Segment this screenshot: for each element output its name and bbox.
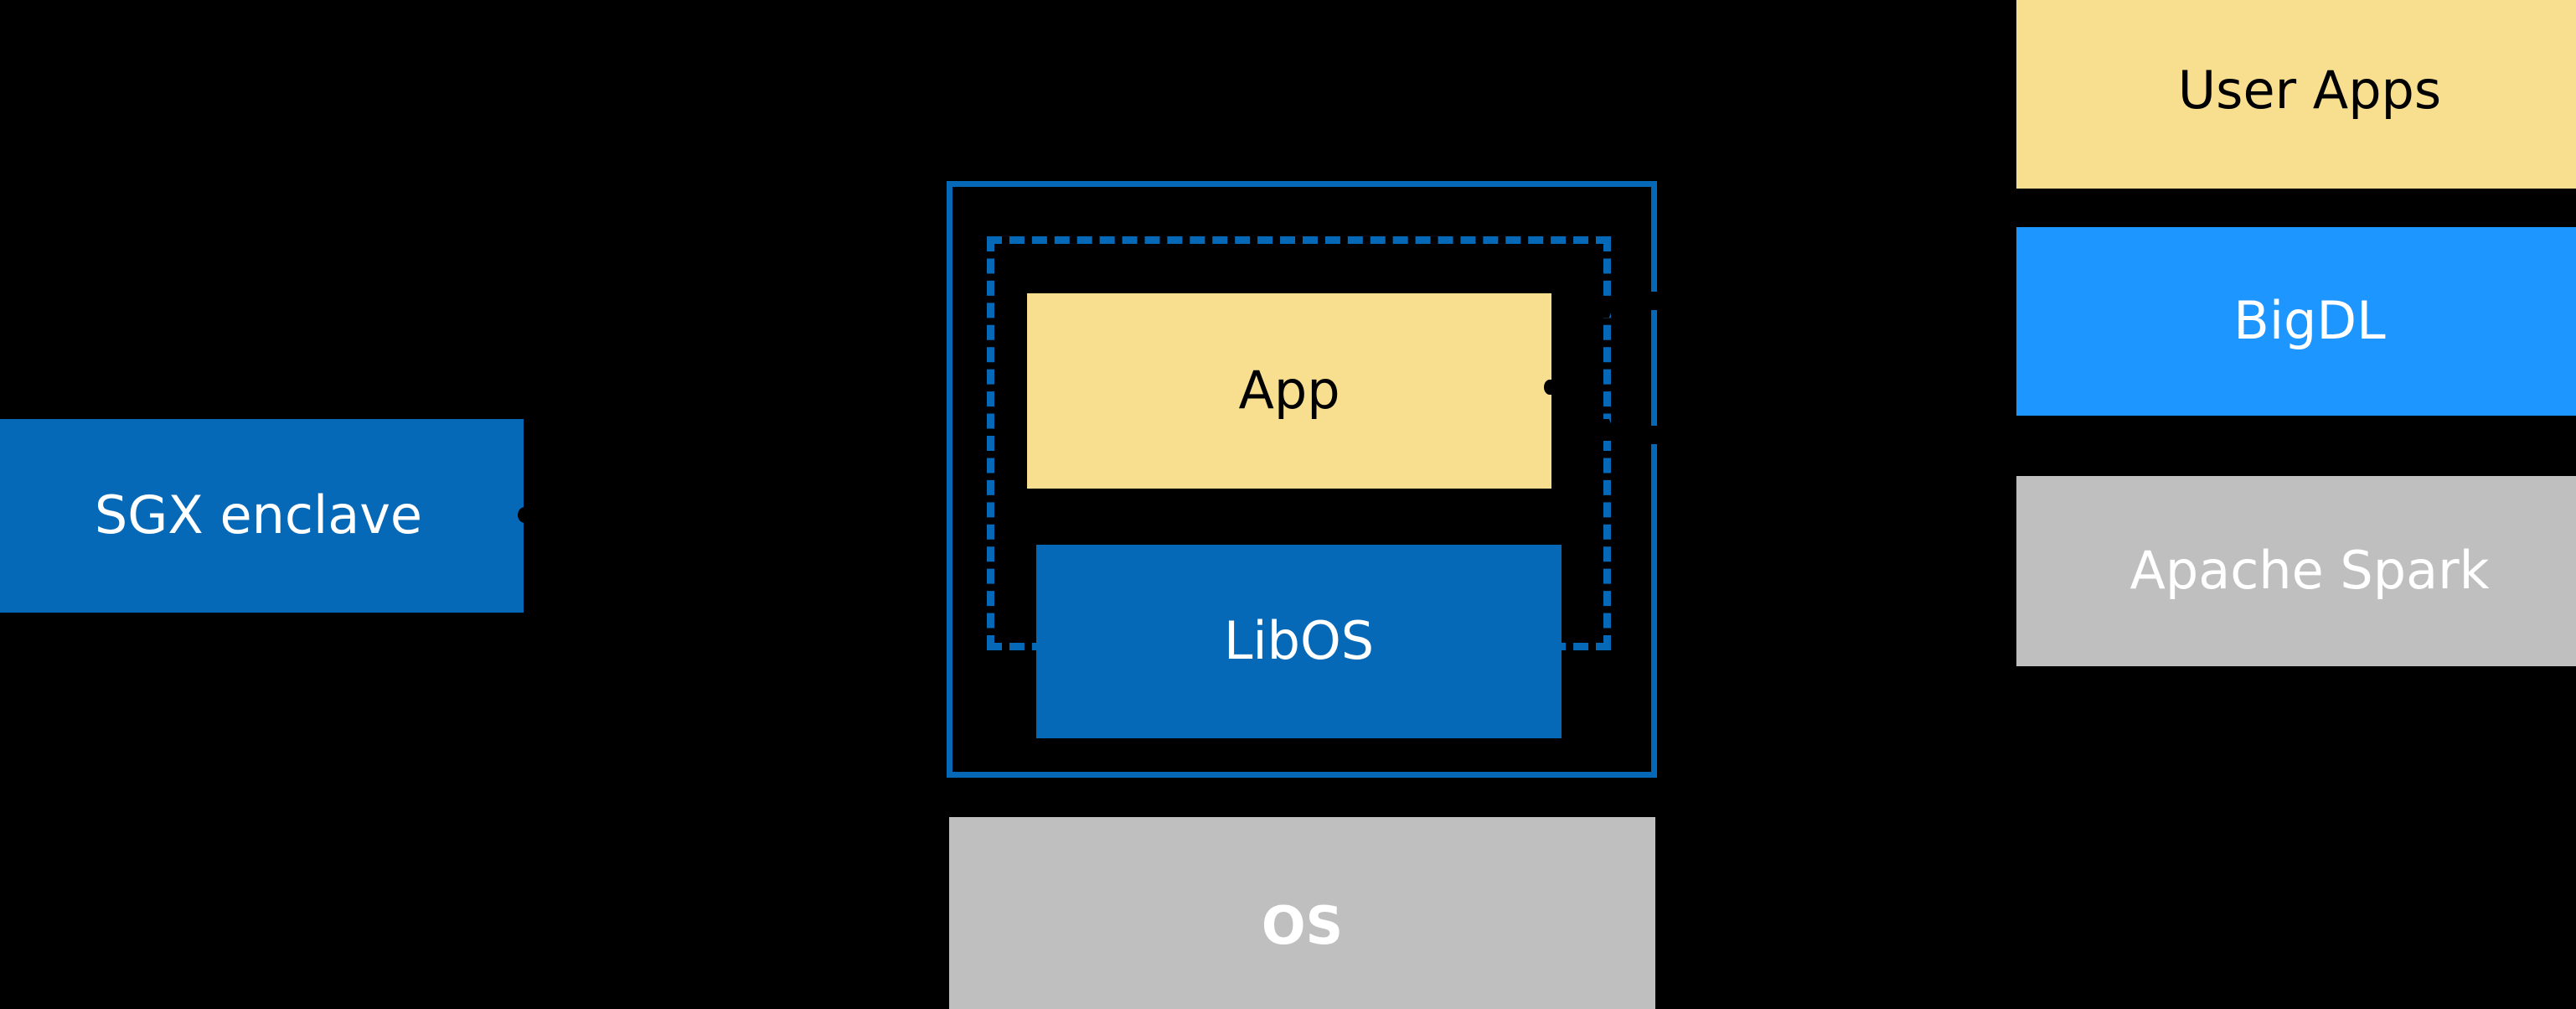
user-apps-label: User Apps bbox=[2177, 60, 2442, 122]
sgx-enclave-box: SGX enclave bbox=[0, 419, 524, 613]
os-box: OS bbox=[949, 817, 1655, 1009]
user-apps-box: User Apps bbox=[2016, 0, 2576, 189]
sgx-enclave-label: SGX enclave bbox=[94, 484, 423, 546]
app-box: App bbox=[1027, 293, 1551, 489]
app-arrow-icon bbox=[1544, 380, 1556, 395]
os-label: OS bbox=[1261, 894, 1344, 956]
app-label: App bbox=[1238, 360, 1340, 422]
libos-label: LibOS bbox=[1223, 610, 1375, 672]
apache-spark-label: Apache Spark bbox=[2129, 540, 2490, 602]
bigdl-label: BigDL bbox=[2233, 290, 2386, 352]
bigdl-box: BigDL bbox=[2016, 227, 2576, 416]
libos-box: LibOS bbox=[1036, 545, 1562, 738]
sgx-enclave-arrow-icon bbox=[518, 507, 532, 523]
enclave-solid-frame bbox=[947, 181, 1657, 778]
apache-spark-box: Apache Spark bbox=[2016, 476, 2576, 666]
